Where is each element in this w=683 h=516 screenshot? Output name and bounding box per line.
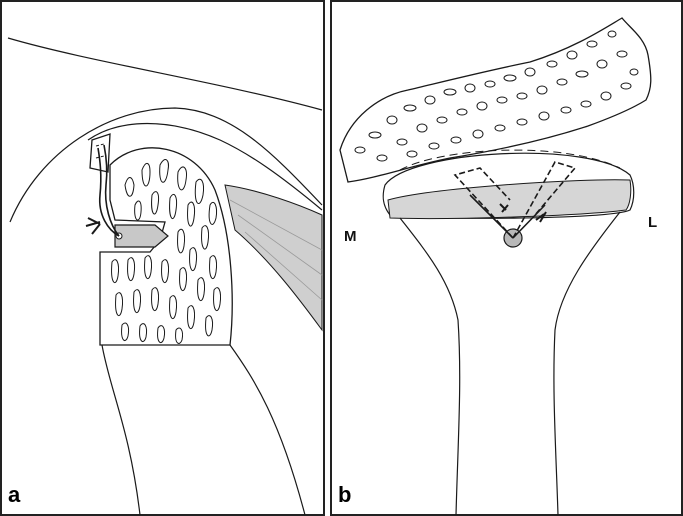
panel-a-illustration xyxy=(0,0,325,516)
lateral-label: L xyxy=(648,214,657,231)
panel-a: a xyxy=(0,0,325,516)
panel-a-label: a xyxy=(8,482,20,508)
panel-b-label: b xyxy=(338,482,351,508)
medial-label: M xyxy=(344,228,357,245)
panel-b: M L b xyxy=(330,0,683,516)
panel-b-illustration xyxy=(330,0,683,516)
